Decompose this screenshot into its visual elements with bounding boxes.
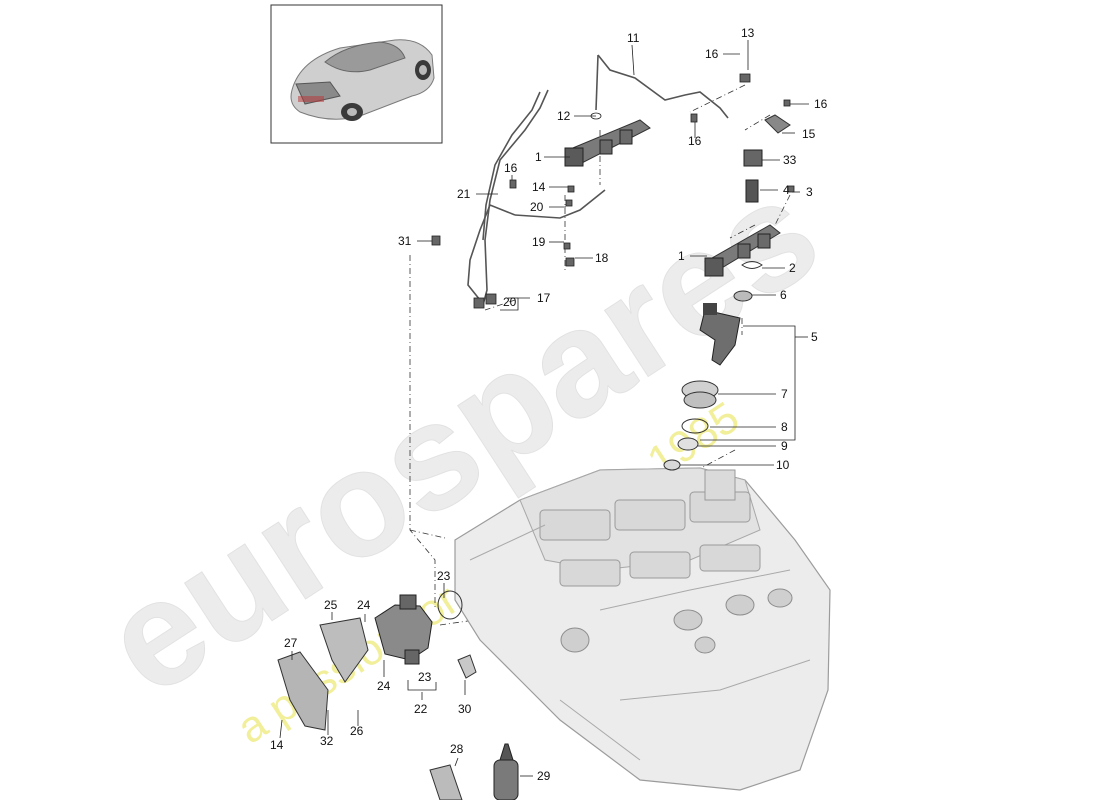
fuel-rail-lower <box>704 224 781 277</box>
callout-3: 3 <box>806 185 813 199</box>
callout-24-top: 24 <box>357 598 371 612</box>
callout-16-top: 16 <box>705 47 719 61</box>
callout-32: 32 <box>320 734 334 748</box>
callout-25: 25 <box>324 598 338 612</box>
callout-23-bottom: 23 <box>418 670 432 684</box>
callout-31: 31 <box>398 234 412 248</box>
car-thumbnail <box>270 4 443 144</box>
fuel-lines <box>467 54 729 306</box>
callout-14-top: 14 <box>532 180 546 194</box>
callout-5: 5 <box>811 330 818 344</box>
callout-1-lower: 1 <box>678 249 685 263</box>
callout-24-bottom: 24 <box>377 679 391 693</box>
callout-23-top: 23 <box>437 569 451 583</box>
callout-labels: 11 13 16 16 12 16 15 1 33 16 14 4 3 21 2… <box>270 26 828 783</box>
fasteners <box>431 73 795 309</box>
callout-2: 2 <box>789 261 796 275</box>
callout-16-mid: 16 <box>688 134 702 148</box>
callout-9: 9 <box>781 439 788 453</box>
callout-29-leader <box>454 757 533 777</box>
callout-13: 13 <box>741 26 755 40</box>
fuel-pump-assembly <box>277 590 477 731</box>
callout-8: 8 <box>781 420 788 434</box>
callout-6: 6 <box>780 288 787 302</box>
callout-28: 28 <box>450 742 464 756</box>
sealant-tube <box>429 764 463 800</box>
injector-seals <box>663 380 719 471</box>
clips <box>741 114 791 269</box>
callout-26: 26 <box>350 724 364 738</box>
callout-17: 17 <box>537 291 551 305</box>
callout-19: 19 <box>532 235 546 249</box>
callout-16-left: 16 <box>504 161 518 175</box>
callout-33: 33 <box>783 153 797 167</box>
callout-1-upper: 1 <box>535 150 542 164</box>
callout-15: 15 <box>802 127 816 141</box>
callout-7: 7 <box>781 387 788 401</box>
injector <box>699 290 753 366</box>
callout-29: 29 <box>537 769 551 783</box>
callout-20-bottom: 20 <box>503 295 517 309</box>
callout-4: 4 <box>783 183 790 197</box>
callout-21: 21 <box>457 187 471 201</box>
callout-11: 11 <box>627 31 640 45</box>
pressure-sensor <box>743 149 763 203</box>
sealant-bottle <box>493 743 519 800</box>
callout-10: 10 <box>776 458 790 472</box>
callout-20-top: 20 <box>530 200 544 214</box>
callout-22: 22 <box>414 702 428 716</box>
engine-block <box>454 467 831 791</box>
leader-lines <box>279 40 809 739</box>
car-illustration <box>290 39 435 121</box>
callout-12: 12 <box>557 109 571 123</box>
callout-14-bottom: 14 <box>270 738 284 752</box>
fuel-rail-upper <box>564 119 651 167</box>
callout-27: 27 <box>284 636 298 650</box>
callout-30: 30 <box>458 702 472 716</box>
callout-16-right: 16 <box>814 97 828 111</box>
callout-18: 18 <box>595 251 609 265</box>
